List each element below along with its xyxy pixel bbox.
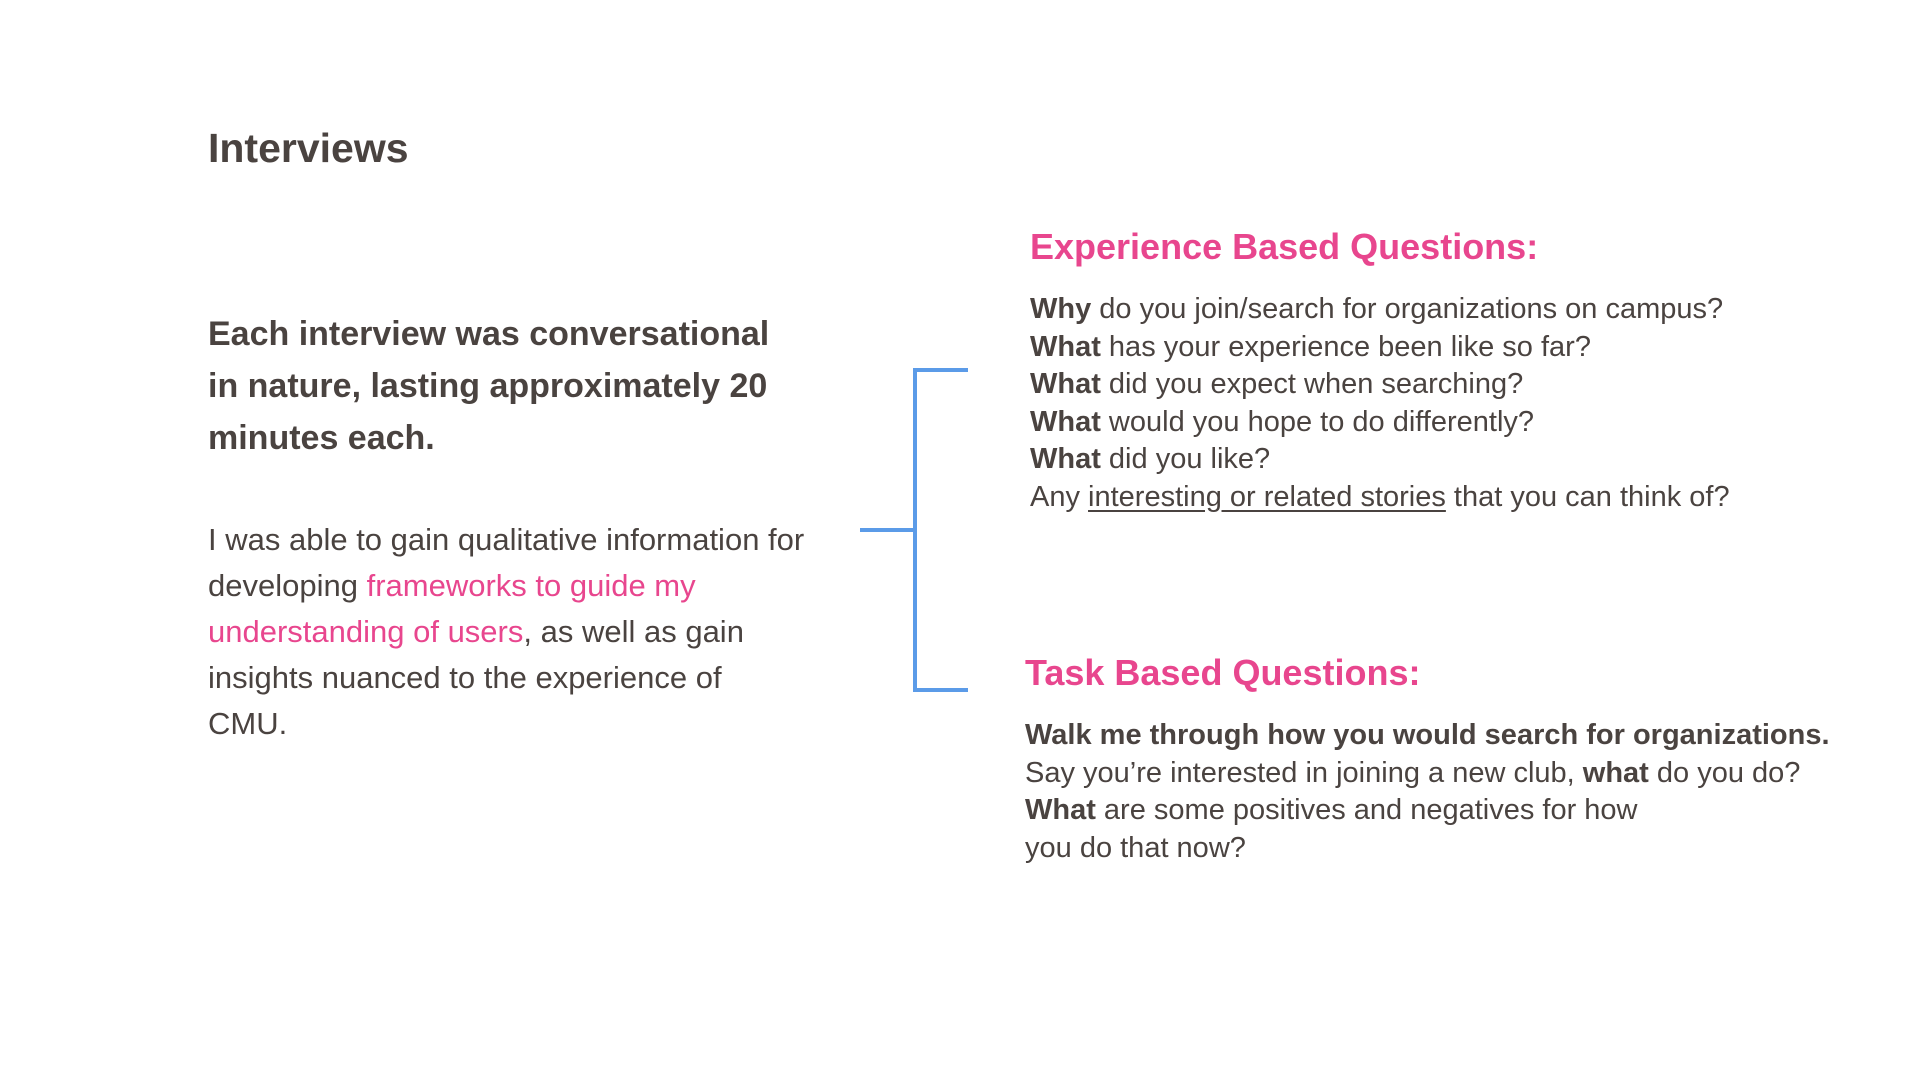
list-item: What did you expect when searching?: [1030, 366, 1730, 404]
list-item: you do that now?: [1025, 830, 1830, 868]
bracket-connector: [860, 368, 968, 692]
body-text-end: , as well as gain insights nuanced to th…: [208, 614, 744, 741]
question-text: that you can think of?: [1445, 480, 1730, 513]
question-keyword: What: [1030, 330, 1101, 363]
question-text: Say you’re interested in joining a new c…: [1025, 756, 1583, 789]
page-title: Interviews: [208, 125, 409, 171]
list-item: Walk me through how you would search for…: [1025, 717, 1830, 755]
question-text: Any: [1030, 480, 1089, 513]
list-item: Any interesting or related stories that …: [1030, 479, 1730, 517]
question-text: would you hope to do differently?: [1100, 405, 1535, 438]
lead-statement: Each interview was conversational in nat…: [208, 315, 770, 457]
question-text: did you like?: [1100, 443, 1271, 475]
list-item: What has your experience been like so fa…: [1030, 329, 1730, 367]
question-text: did you expect when searching?: [1100, 368, 1524, 400]
question-keyword: What: [1030, 443, 1101, 475]
question-keyword: What: [1030, 368, 1101, 400]
list-item: Why do you join/search for organizations…: [1030, 291, 1730, 329]
task-questions-list: Walk me through how you would search for…: [1025, 717, 1830, 867]
question-keyword: what: [1582, 756, 1649, 789]
task-questions-heading: Task Based Questions:: [1025, 652, 1421, 693]
body-paragraph: I was able to gain qualitative informati…: [208, 517, 808, 747]
bracket-shape: [860, 368, 968, 692]
question-text-bold: Walk me through how you would search for…: [1025, 719, 1830, 751]
question-keyword: What: [1025, 794, 1096, 826]
list-item: What did you like?: [1030, 441, 1730, 479]
list-item: What would you hope to do differently?: [1030, 404, 1730, 442]
question-keyword: Why: [1030, 293, 1092, 325]
question-text: are some positives and negatives for how: [1095, 794, 1638, 826]
experience-questions-list: Why do you join/search for organizations…: [1030, 291, 1730, 516]
question-text: do you do?: [1648, 756, 1801, 789]
highlighted-phrase: frameworks to guide my understanding of …: [208, 568, 696, 649]
underlined-phrase: interesting or related stories: [1088, 480, 1446, 513]
body-text-start: I was able to gain qualitative informati…: [208, 522, 805, 603]
list-item: What are some positives and negatives fo…: [1025, 792, 1830, 830]
question-text: you do that now?: [1025, 831, 1246, 864]
question-text: has your experience been like so far?: [1100, 330, 1591, 363]
experience-questions-heading: Experience Based Questions:: [1030, 226, 1539, 267]
question-text: do you join/search for organizations on …: [1091, 293, 1724, 325]
question-keyword: What: [1030, 405, 1101, 438]
list-item: Say you’re interested in joining a new c…: [1025, 755, 1830, 793]
